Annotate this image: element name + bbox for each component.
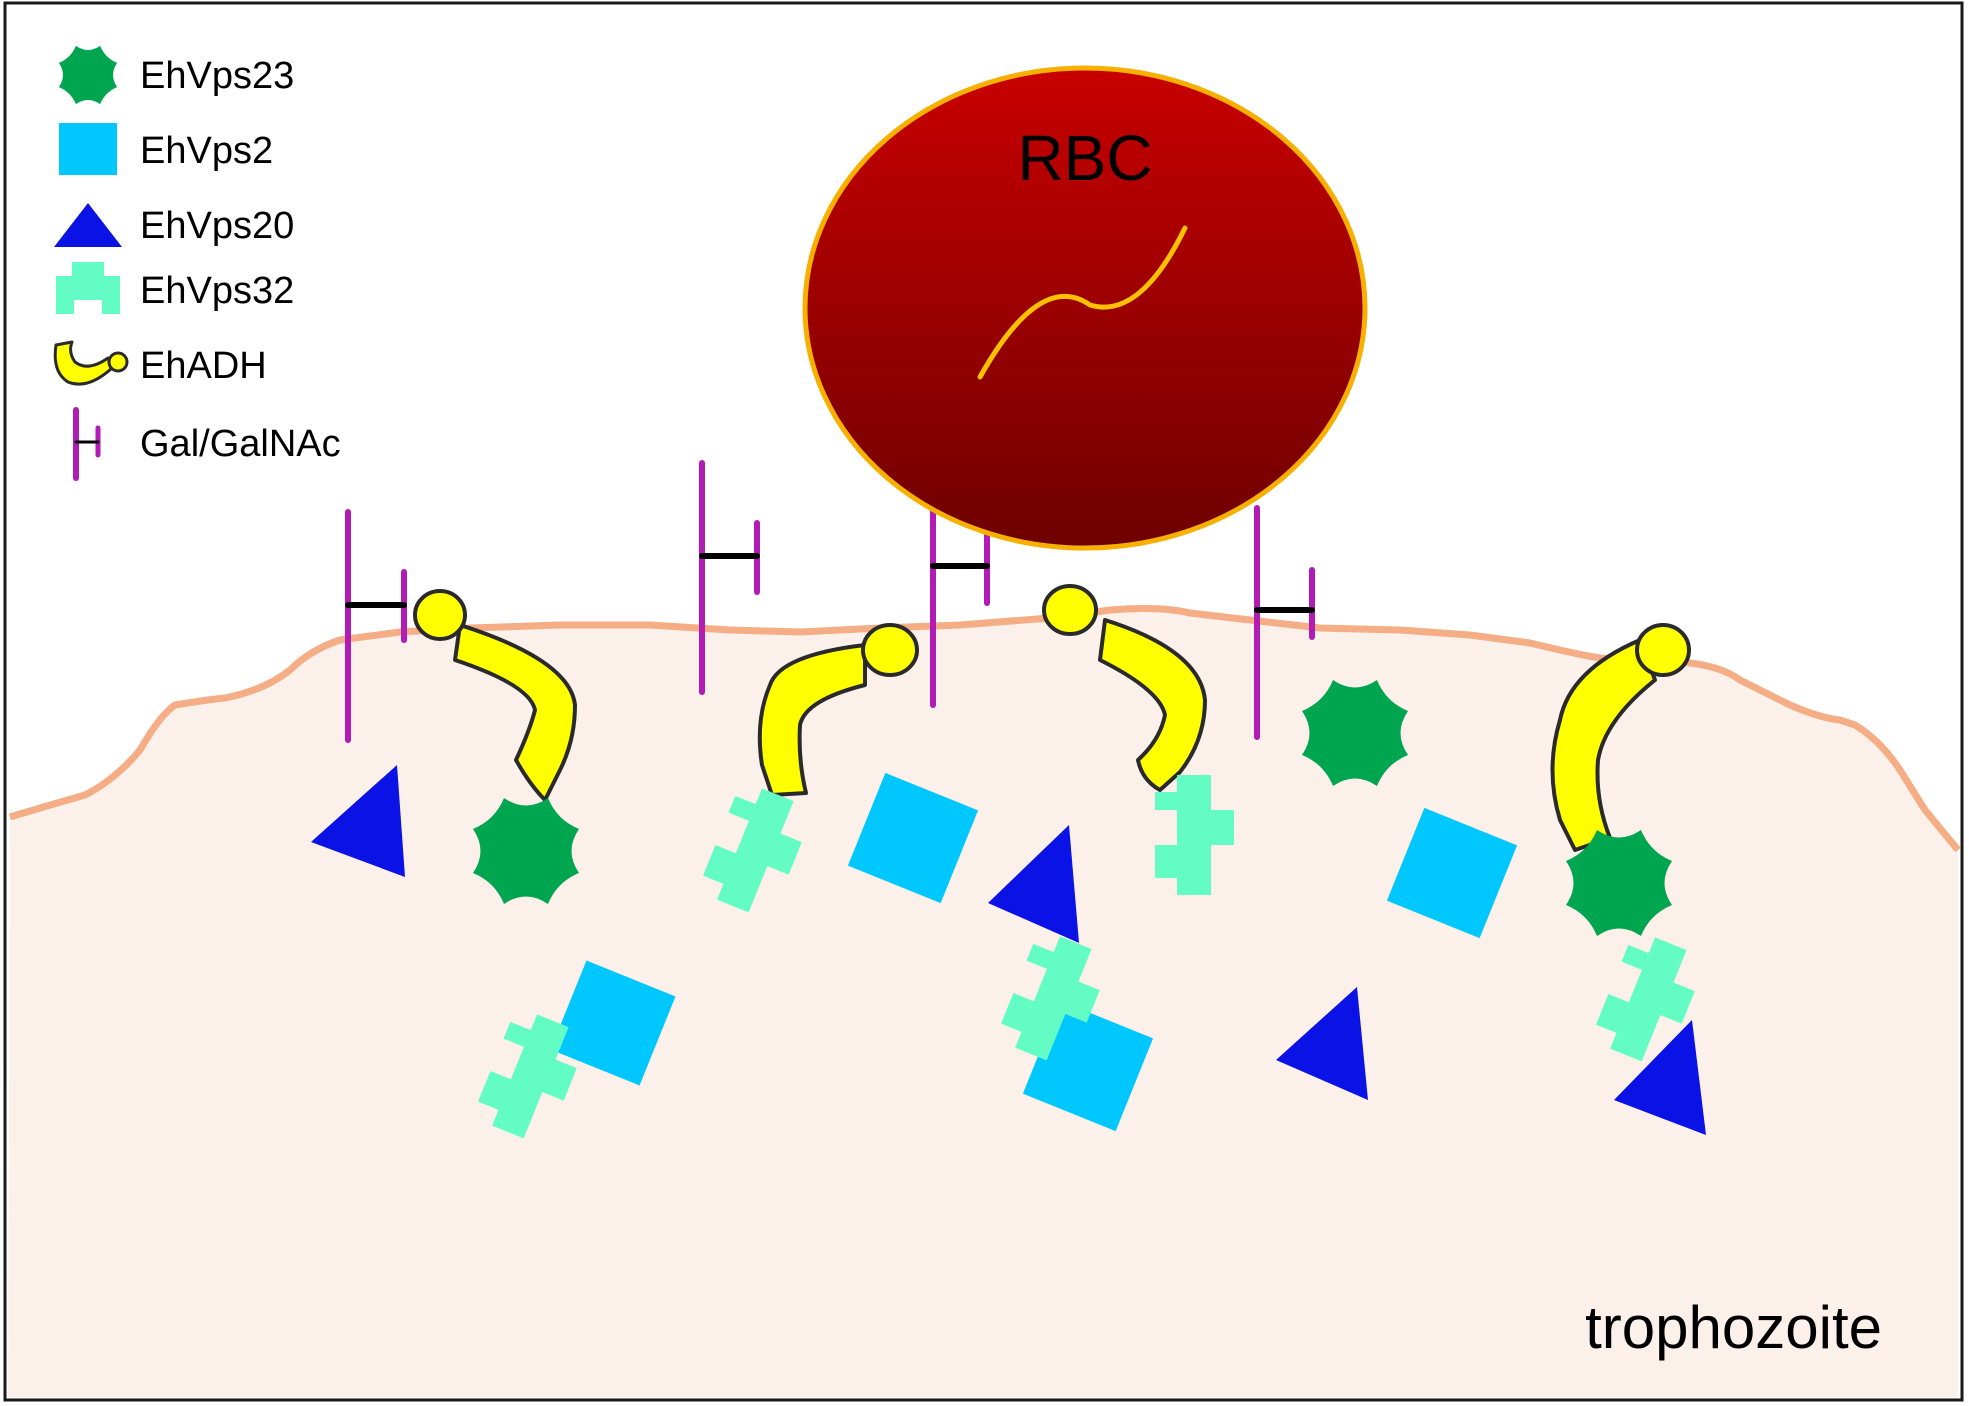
ehvps20-protein bbox=[988, 825, 1079, 943]
cell-membrane bbox=[8, 605, 1961, 853]
adh-group bbox=[413, 584, 1691, 852]
rbc: RBC bbox=[802, 65, 1368, 551]
legend-item-vps20: EhVps20 bbox=[54, 203, 294, 247]
ehvps2-protein bbox=[550, 960, 676, 1086]
rbc-inner-curve bbox=[977, 225, 1188, 380]
vps2-group bbox=[550, 772, 1518, 1132]
ehvps2-protein bbox=[847, 772, 979, 904]
legend-label: EhVps23 bbox=[140, 55, 294, 97]
legend-label: EhADH bbox=[140, 345, 267, 387]
galgalnac-lectin bbox=[699, 460, 760, 695]
legend-label: EhVps20 bbox=[140, 205, 294, 247]
ehadh-protein bbox=[413, 589, 577, 802]
galgalnac-lectin bbox=[1254, 505, 1315, 740]
trophozoite-cell bbox=[8, 605, 1961, 1397]
cell-body bbox=[8, 608, 1958, 1397]
square-icon bbox=[59, 123, 117, 175]
notched-block-icon bbox=[56, 262, 120, 314]
hook-icon bbox=[53, 340, 114, 386]
trophozoite-label: trophozoite bbox=[1585, 1294, 1882, 1361]
legend: EhVps23 EhVps2 EhVps20 EhVps32 EhADH Gal… bbox=[53, 45, 341, 481]
ehvps2-protein bbox=[1386, 807, 1518, 939]
ehvps20-protein bbox=[311, 765, 405, 877]
rbc-label: RBC bbox=[1017, 122, 1152, 194]
legend-item-vps2: EhVps2 bbox=[59, 123, 273, 175]
lectin-icon bbox=[73, 407, 101, 481]
lectin-group bbox=[345, 460, 1315, 743]
ehvps20-protein bbox=[1276, 987, 1368, 1100]
rbc-body bbox=[802, 65, 1368, 551]
legend-label: Gal/GalNAc bbox=[140, 423, 341, 465]
triangle-icon bbox=[54, 203, 122, 247]
legend-label: EhVps2 bbox=[140, 130, 273, 172]
ehadh-protein bbox=[1550, 623, 1691, 852]
legend-item-vps32: EhVps32 bbox=[56, 262, 294, 314]
vps20-group bbox=[311, 765, 1706, 1135]
legend-item-galgalnac: Gal/GalNAc bbox=[73, 407, 341, 481]
galgalnac-lectin bbox=[345, 509, 407, 743]
legend-item-vps23: EhVps23 bbox=[58, 45, 294, 105]
legend-item-adh: EhADH bbox=[53, 340, 267, 387]
ehadh-protein bbox=[1042, 584, 1207, 792]
legend-label: EhVps32 bbox=[140, 270, 294, 312]
ehadh-protein bbox=[757, 623, 919, 797]
ehvps20-protein bbox=[1614, 1020, 1706, 1135]
hook-knob-icon bbox=[107, 351, 129, 373]
galgalnac-lectin bbox=[930, 502, 990, 708]
